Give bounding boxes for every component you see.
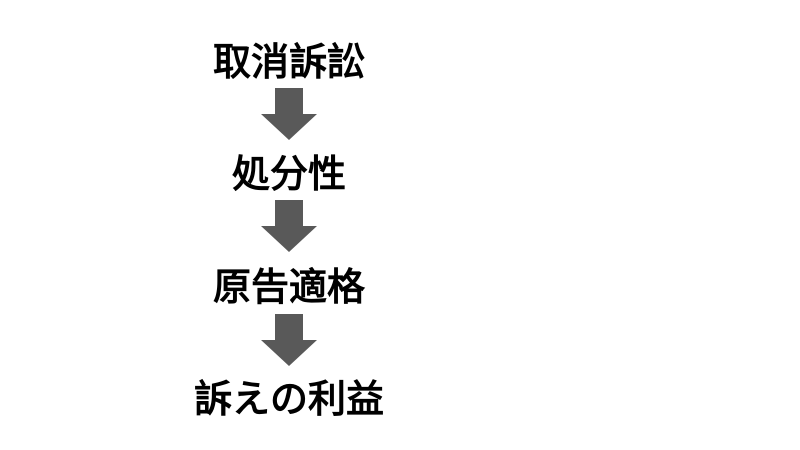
step-genkoku-tekikaku: 原告適格: [212, 265, 365, 309]
flow-diagram: 取消訴訟 処分性 原告適格 訴えの利益: [189, 0, 389, 450]
step-uttae-no-rieki: 訴えの利益: [193, 377, 384, 421]
down-arrow-icon: [261, 88, 317, 140]
step-torikeshi-sosho: 取消訴訟: [212, 40, 365, 84]
down-arrow-icon: [261, 200, 317, 252]
down-arrow-icon: [261, 314, 317, 366]
step-shobunsei: 処分性: [231, 152, 346, 196]
